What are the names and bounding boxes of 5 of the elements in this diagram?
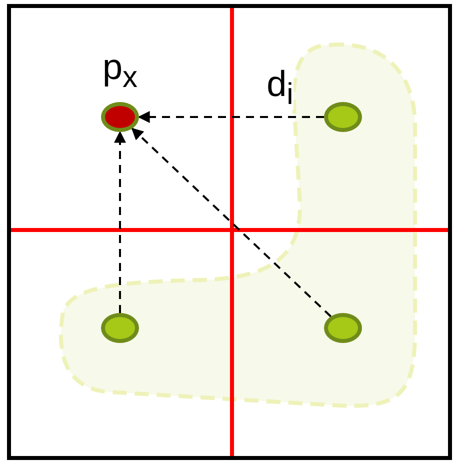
circle-point xyxy=(101,102,139,132)
arrow xyxy=(114,130,126,313)
arrow xyxy=(131,128,332,318)
arrow xyxy=(138,111,324,123)
point-label: p$_{x}$ xyxy=(102,48,138,93)
